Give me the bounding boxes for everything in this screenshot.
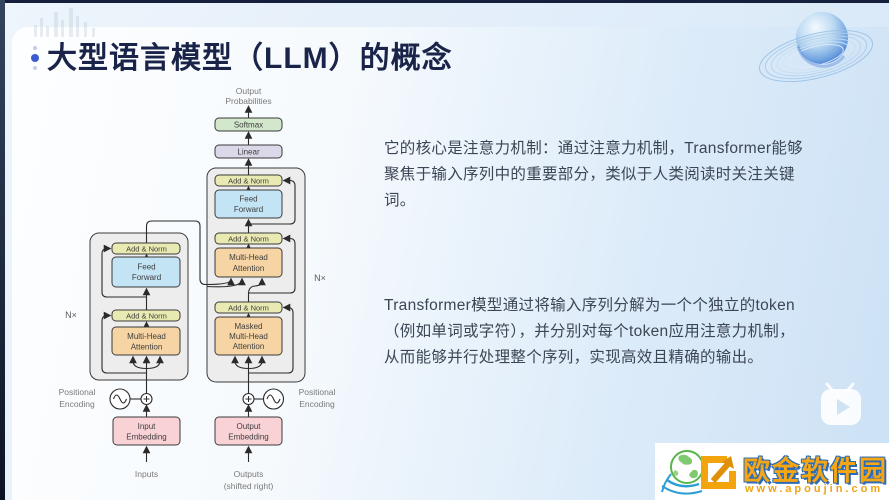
title-accent-dots — [31, 46, 39, 70]
masked-attention-label: Multi-Head — [229, 332, 268, 341]
add-norm-label: Add & Norm — [228, 304, 269, 313]
play-icon — [821, 382, 861, 425]
paragraph-line: 从而能够并行处理整个序列，实现高效且精确的输出。 — [384, 349, 764, 366]
decoder-add-norm-box — [214, 232, 283, 245]
positional-encoding-label: Encoding — [299, 399, 335, 409]
encoder-add-norm-box — [111, 242, 181, 255]
add-norm-label: Add & Norm — [126, 245, 167, 254]
masked-multi-head-attention-box — [214, 316, 283, 356]
positional-encoding-label: Encoding — [59, 399, 95, 409]
positional-encoding-label: Positional — [299, 387, 336, 397]
softmax-label: Softmax — [234, 121, 263, 130]
paragraph-line: 它的核心是注意力机制：通过注意力机制，Transformer能够 — [384, 140, 803, 157]
page-title: 大型语言模型（LLM）的概念 — [47, 42, 453, 75]
decoder-multi-head-attention-box — [214, 247, 283, 278]
decoder-feed-forward-box — [214, 189, 283, 219]
n-times-label: N× — [65, 310, 77, 320]
paragraph-line: 聚焦于输入序列中的重要部分，类似于人类阅读时关注关键词。 — [384, 166, 795, 209]
paragraph-line: Transformer模型通过将输入序列分解为一个个独立的token — [384, 297, 795, 314]
output-embedding-box — [214, 416, 283, 446]
top-edge — [0, 0, 889, 3]
outputs-label: (shifted right) — [224, 481, 274, 491]
decoder-add-norm-box — [214, 174, 283, 187]
add-norm-label: Add & Norm — [228, 235, 269, 244]
site-logo-icon — [701, 456, 736, 489]
plus-icon — [245, 396, 252, 402]
encoder-multi-head-attention-box — [111, 326, 181, 356]
transformer-diagram: Output Probabilities Softmax Linear Add … — [59, 86, 336, 491]
positional-encoding-label: Positional — [59, 387, 96, 397]
masked-attention-label: Masked — [234, 322, 262, 331]
linear-box — [214, 144, 283, 159]
multi-head-attention-label: Multi-Head — [127, 332, 166, 341]
encoder-feed-forward-box — [111, 256, 181, 288]
feed-forward-label: Feed — [137, 263, 155, 272]
watermark-bar: 欧金软件园 www.apoujin.com — [655, 443, 889, 500]
left-edge — [0, 0, 5, 500]
sine-wave-icon — [112, 394, 128, 404]
paragraph-line: （例如单词或字符），并分别对每个token应用注意力机制， — [384, 323, 795, 340]
site-url: www.apoujin.com — [745, 483, 884, 495]
output-embedding-label: Output — [236, 422, 261, 431]
feed-forward-label: Forward — [234, 205, 263, 214]
inputs-label: Inputs — [135, 469, 158, 479]
input-embedding-label: Input — [138, 422, 157, 431]
feed-forward-label: Feed — [239, 195, 257, 204]
play-button[interactable] — [817, 381, 865, 431]
connector-lines — [101, 105, 296, 462]
site-name: 欧金软件园 — [743, 456, 888, 486]
softmax-box — [214, 117, 283, 132]
multi-head-attention-label: Attention — [233, 264, 265, 273]
feed-forward-label: Forward — [132, 273, 161, 282]
brand-logo-icon — [758, 12, 874, 83]
paragraph-attention: 它的核心是注意力机制：通过注意力机制，Transformer能够 聚焦于输入序列… — [384, 136, 824, 214]
plus-icon — [143, 396, 150, 402]
output-probabilities-label: Output — [236, 86, 262, 96]
encoder-add-norm-box — [111, 309, 181, 322]
input-embedding-box — [112, 416, 181, 446]
encoder-container — [89, 232, 189, 381]
add-norm-label: Add & Norm — [228, 177, 269, 186]
paragraph-token: Transformer模型通过将输入序列分解为一个个独立的token （例如单词… — [384, 293, 824, 371]
sine-wave-icon — [266, 394, 281, 404]
decoder-add-norm-box — [214, 301, 283, 314]
add-norm-label: Add & Norm — [126, 312, 167, 321]
masked-attention-label: Attention — [233, 342, 265, 351]
output-embedding-label: Embedding — [228, 433, 268, 442]
input-embedding-label: Embedding — [126, 433, 166, 442]
linear-label: Linear — [237, 148, 260, 157]
n-times-label: N× — [314, 273, 326, 283]
multi-head-attention-label: Attention — [131, 343, 163, 352]
outputs-label: Outputs — [234, 469, 264, 479]
faint-chart-decoration — [34, 8, 95, 37]
multi-head-attention-label: Multi-Head — [229, 253, 268, 262]
output-probabilities-label: Probabilities — [225, 96, 271, 106]
